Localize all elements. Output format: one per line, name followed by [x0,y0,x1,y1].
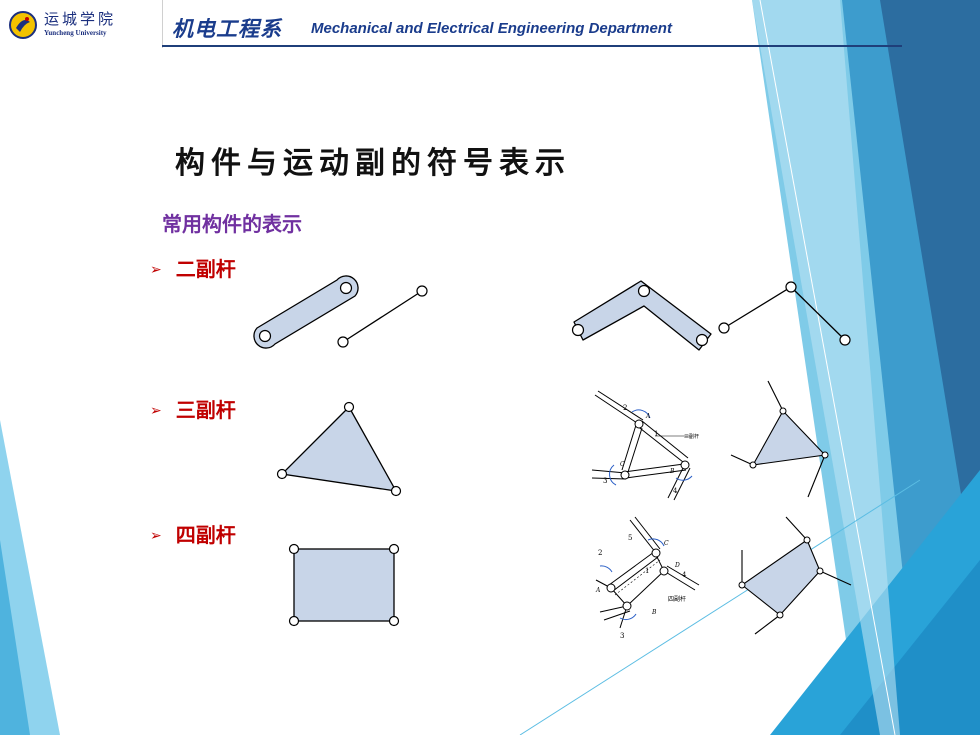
diagram-label: 2 [623,404,627,412]
diagram-label: 5 [628,534,632,542]
bullet-arrow-icon: ➢ [150,262,162,278]
diagram-label: 四副杆 [668,595,686,603]
three-pair-link-symbol [276,401,402,497]
two-pair-link-straight-symbol [337,285,428,348]
two-pair-link-bent-body [571,280,712,351]
diagram-label: A [595,587,601,594]
two-pair-link-straight-body [253,275,359,349]
diagram-label: 1 [645,567,649,575]
diagram-label: 4 [673,487,678,495]
bullet-label: 四副杆 [175,523,236,547]
diagram-label: D [674,562,680,569]
three-pair-link-schematic-symbol [730,380,829,498]
diagram-label: A [645,413,651,420]
header-separator [162,0,163,48]
bullet-three-pair-link: ➢ 三副杆 [150,394,236,423]
diagram-label: 三副杆 [684,433,699,440]
bullet-arrow-icon: ➢ [150,403,162,419]
bullet-four-pair-link: ➢ 四副杆 [150,519,236,548]
diagram-label: B [651,609,657,616]
slide-title: 构件与运动副的符号表示 [175,146,571,181]
slide-subtitle: 常用构件的表示 [162,212,302,236]
diagram-label: 3 [603,477,607,485]
university-logo: 运城学院 Yuncheng University [8,8,158,42]
four-pair-link-schematic-symbol [738,516,852,635]
diagram-label: 2 [598,549,602,557]
bullet-arrow-icon: ➢ [150,528,162,544]
diagram-label: C [664,540,669,547]
department-name-cn: 机电工程系 [172,17,282,41]
three-pair-link-schematic: 2 1 3 4 A C B 三副杆 [591,390,699,501]
two-pair-link-bent-symbol [718,281,851,346]
four-pair-link-symbol [288,543,400,627]
bullet-label: 二副杆 [175,257,236,281]
diagram-label: 3 [620,632,624,640]
four-pair-link-schematic: 5 2 1 4 3 C D A B 四副杆 [595,516,700,640]
diagram-label: 1 [654,430,658,438]
diagram-label: C [620,461,625,468]
bullet-label: 三副杆 [175,398,236,422]
diagram-label: 4 [682,571,687,579]
department-name-en: Mechanical and Electrical Engineering De… [311,20,672,37]
logo-emblem-icon [9,11,37,39]
logo-name-cn: 运城学院 [44,10,117,28]
header-rule [162,45,902,47]
bullet-two-pair-link: ➢ 二副杆 [150,253,236,282]
logo-name-en: Yuncheng University [44,29,107,37]
diagram-label: B [669,468,675,475]
